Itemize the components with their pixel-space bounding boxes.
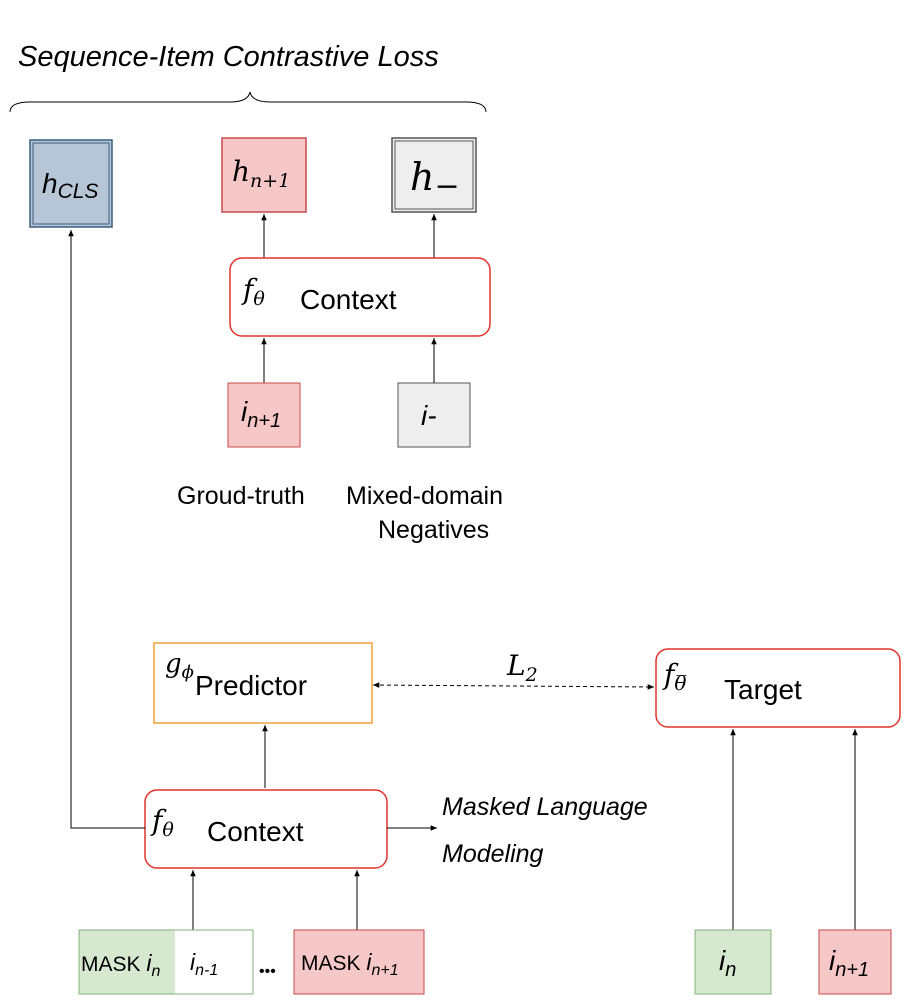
caption-ground-truth: Groud-truth bbox=[177, 482, 305, 510]
h-cls-base: h bbox=[42, 168, 58, 199]
svg-text:L2: L2 bbox=[506, 649, 538, 686]
input-prev-base: i bbox=[190, 949, 196, 975]
title-brace bbox=[9, 91, 487, 113]
caption-mixed-domain: Mixed-domain bbox=[346, 482, 503, 510]
h-negative-sub: − bbox=[434, 169, 459, 204]
mask-in-sub: n bbox=[151, 963, 160, 980]
h-cls-sub: CLS bbox=[58, 180, 99, 203]
context-top-label: Context bbox=[300, 284, 397, 315]
target-sub: θ̅ bbox=[674, 671, 686, 695]
h-next-box: hn+1 bbox=[221, 137, 307, 213]
target-label: Target bbox=[724, 674, 802, 705]
context-encoder-top: fθ Context bbox=[229, 257, 491, 337]
svg-text:MASK in+1: MASK in+1 bbox=[301, 949, 399, 979]
svg-text:gϕ: gϕ bbox=[165, 649, 194, 683]
item-negative-label: i- bbox=[421, 400, 437, 431]
target-input-in-box: in bbox=[694, 929, 772, 995]
mlm-label-line1: Masked Language bbox=[442, 793, 648, 821]
input-mask-group: MASK in in-1 bbox=[78, 929, 254, 995]
l2-base: L bbox=[506, 649, 526, 682]
svg-text:h−: h− bbox=[410, 155, 460, 204]
target-next-base: i bbox=[829, 945, 836, 976]
context-encoder-bottom: fθ Context bbox=[144, 789, 388, 869]
h-next-sub: n+1 bbox=[250, 170, 290, 192]
input-mask-next-box: MASK in+1 bbox=[293, 929, 425, 995]
predictor-symbol: g bbox=[165, 649, 182, 679]
target-next-sub: n+1 bbox=[835, 959, 869, 981]
l2-sub: 2 bbox=[525, 664, 538, 686]
l2-loss-link bbox=[372, 682, 655, 690]
input-ellipsis: ••• bbox=[259, 963, 276, 980]
predictor-box: gϕ Predictor bbox=[153, 642, 373, 724]
target-in-sub: n bbox=[725, 959, 736, 981]
mlm-label-line2: Modeling bbox=[442, 840, 544, 868]
svg-text:in+1: in+1 bbox=[241, 396, 281, 432]
context-top-sub: θ bbox=[253, 288, 265, 310]
svg-text:hn+1: hn+1 bbox=[232, 155, 290, 192]
svg-text:in: in bbox=[719, 945, 736, 981]
arrow-context-to-h-cls bbox=[68, 230, 145, 829]
item-next-box: in+1 bbox=[227, 382, 301, 448]
target-encoder-box: fθ̅ Target bbox=[655, 648, 901, 728]
h-negative-box: h− bbox=[391, 137, 477, 213]
mask-next-prefix: MASK bbox=[301, 952, 366, 975]
h-negative-base: h bbox=[410, 155, 434, 199]
caption-negatives: Negatives bbox=[378, 516, 489, 544]
item-negative-box: i- bbox=[397, 382, 471, 448]
h-cls-box: hCLS bbox=[29, 139, 113, 228]
svg-text:in+1: in+1 bbox=[829, 945, 869, 981]
mask-in-base: i bbox=[146, 950, 152, 976]
svg-text:hCLS: hCLS bbox=[42, 168, 98, 203]
h-next-base: h bbox=[232, 155, 250, 188]
item-next-base: i bbox=[241, 396, 248, 427]
svg-text:MASK in: MASK in bbox=[81, 950, 160, 980]
input-prev-sub: n-1 bbox=[195, 962, 218, 979]
target-in-base: i bbox=[719, 945, 726, 976]
svg-text:fθ: fθ bbox=[241, 273, 265, 310]
predictor-sub: ϕ bbox=[182, 662, 194, 683]
predictor-label: Predictor bbox=[195, 670, 307, 701]
svg-text:in-1: in-1 bbox=[190, 949, 218, 979]
mask-next-base: i bbox=[366, 949, 372, 975]
item-next-sub: n+1 bbox=[247, 410, 281, 432]
diagram-title: Sequence-Item Contrastive Loss bbox=[18, 41, 439, 73]
context-bottom-sub: θ bbox=[162, 819, 174, 841]
context-bottom-label: Context bbox=[207, 816, 304, 847]
mask-in-prefix: MASK bbox=[81, 953, 146, 976]
mask-next-sub: n+1 bbox=[371, 962, 398, 979]
target-input-next-box: in+1 bbox=[818, 929, 892, 995]
